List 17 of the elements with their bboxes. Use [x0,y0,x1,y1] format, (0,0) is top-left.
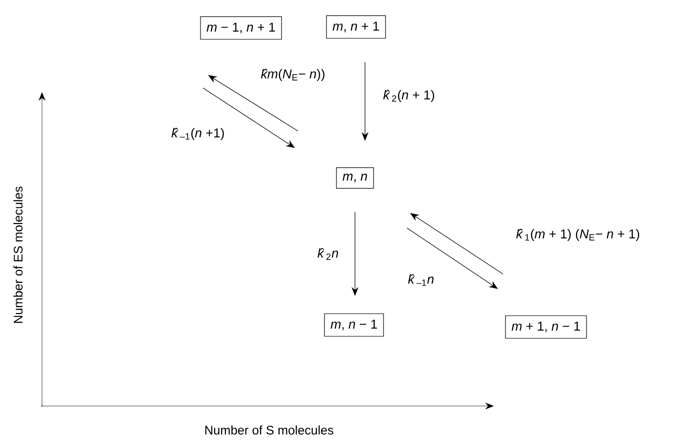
arrow [202,88,295,148]
edge-label: k̂$_{–1}$(n +1) [172,128,224,140]
state-box: m, n [336,167,374,189]
edge-label: k̂m(N$_{E}$− n)) [260,68,324,82]
state-box: m, n − 1 [324,313,384,337]
edge-label: k̂$_{2}$(n + 1) [383,90,434,102]
state-box: m, n + 1 [326,15,386,39]
arrow [410,213,504,274]
arrow [208,75,298,132]
arrow [406,228,498,289]
edge-label: k̂$_{1}$(m + 1) (N$_{E}$− n + 1) [516,228,640,242]
axis-label: Number of ES molecules [13,186,23,323]
edge-label: k̂$_{2}$n [318,248,338,260]
edge-label: k̂$_{–1}$n [408,274,434,286]
axis-label: Number of S molecules [205,425,334,435]
state-box: m + 1, n − 1 [505,315,587,339]
state-box: m − 1, n + 1 [200,16,282,40]
